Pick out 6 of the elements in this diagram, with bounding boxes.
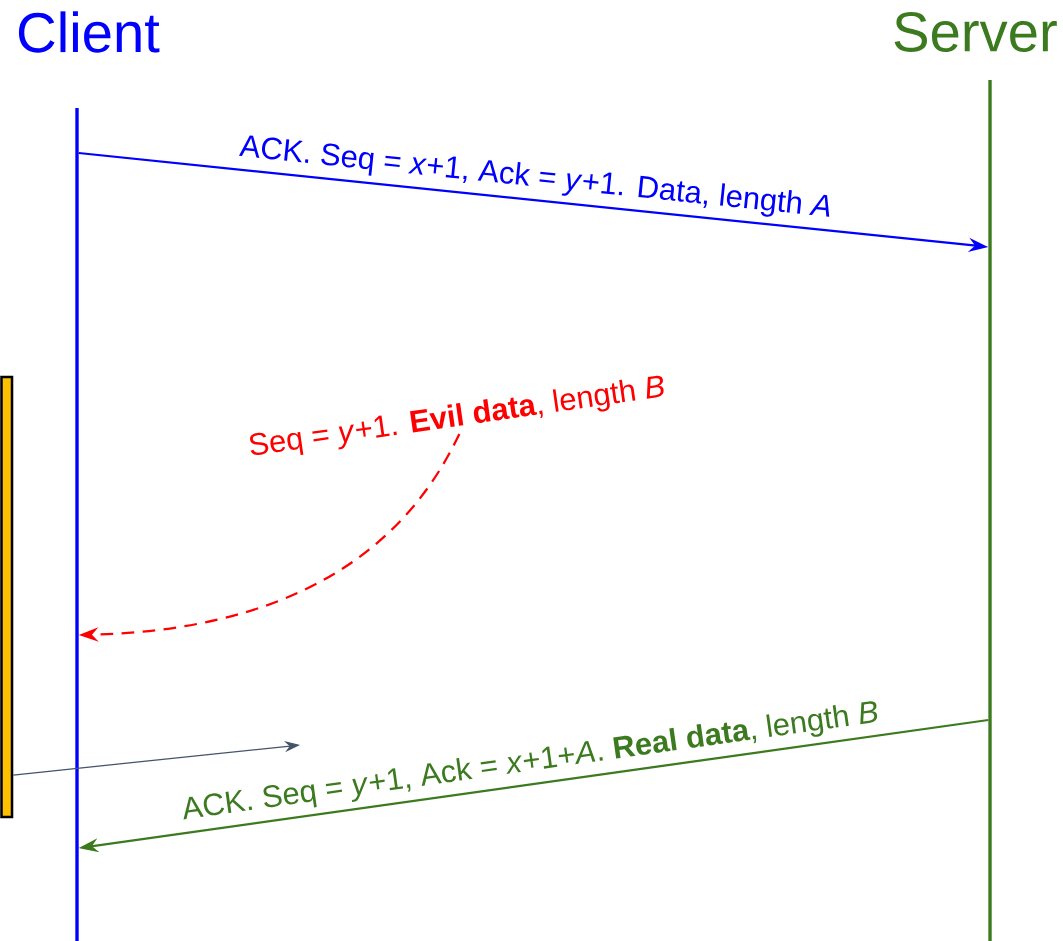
lifeline-heading: Client bbox=[18, 11, 160, 53]
annotation-text: Seq = y+1. Evil data, length B bbox=[250, 375, 664, 456]
box bbox=[0, 375, 14, 819]
lifeline-heading: Server bbox=[894, 12, 1057, 52]
edge-label: ACK. Seq = y+1, Ack = x+1+A. Real data, length B bbox=[183, 701, 878, 820]
edge-label: ACK. Seq = x+1, Ack = y+1. Data, length A bbox=[239, 135, 830, 217]
